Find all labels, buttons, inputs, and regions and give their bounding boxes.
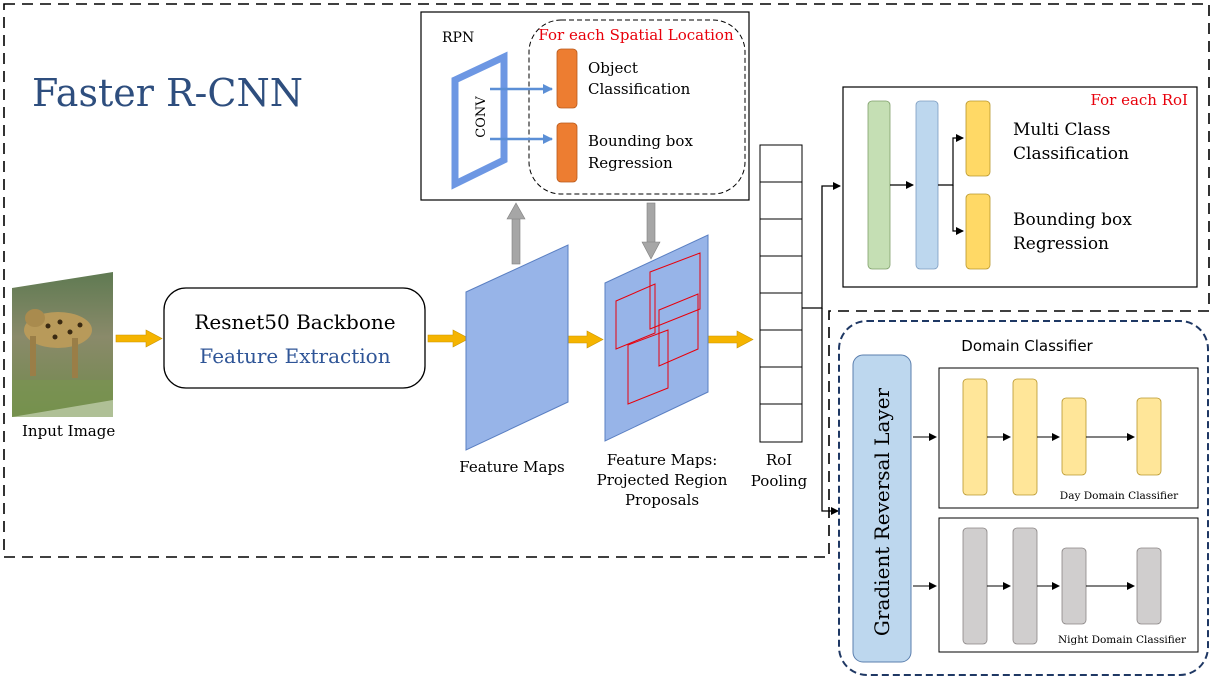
arrow-features-to-rpn xyxy=(506,202,526,265)
projected-proposals-shape xyxy=(604,234,709,442)
rpn-label: RPN xyxy=(442,30,474,46)
day-block-4 xyxy=(1136,397,1162,476)
rpn-box xyxy=(420,11,750,201)
day-block-2 xyxy=(1012,378,1038,496)
roi-pooling-column xyxy=(759,144,803,443)
backbone-subtitle: Feature Extraction xyxy=(199,344,390,368)
detection-head-title: For each RoI xyxy=(1091,91,1189,109)
grl-label: Gradient Reversal Layer xyxy=(870,387,894,636)
grl-block xyxy=(852,354,912,663)
arrow-rpn-to-proposals xyxy=(641,202,661,260)
day-classifier-label: Day Domain Classifier xyxy=(1060,490,1179,502)
rpn-bbox-block xyxy=(556,122,578,183)
head-bbox-label-2: Regression xyxy=(1013,234,1109,254)
faster-rcnn-boundary xyxy=(3,3,1210,558)
feature-maps-label: Feature Maps xyxy=(459,458,565,476)
domain-classifier-box xyxy=(838,320,1209,676)
night-classifier-label: Night Domain Classifier xyxy=(1058,634,1187,646)
rpn-object-block xyxy=(556,48,578,109)
day-block-1 xyxy=(962,378,988,496)
head-arrow-bbox xyxy=(952,185,964,235)
head-blue-block xyxy=(915,100,939,270)
spatial-location-title: For each Spatial Location xyxy=(538,26,734,44)
head-green-block xyxy=(867,100,891,270)
feature-maps-shape xyxy=(465,244,569,451)
projected-label-line3: Proposals xyxy=(625,491,699,509)
roi-connectors xyxy=(802,182,841,515)
night-block-1 xyxy=(962,527,988,645)
backbone-box xyxy=(163,287,426,389)
head-cls-block xyxy=(965,100,991,177)
projected-label-line1: Feature Maps: xyxy=(607,451,718,469)
head-arrow-cls xyxy=(938,134,964,186)
detection-head-box xyxy=(842,86,1198,288)
head-cls-label-1: Multi Class xyxy=(1013,120,1111,140)
rpn-bbox-label-2: Regression xyxy=(588,154,673,172)
projected-label-line2: Projected Region xyxy=(597,471,728,489)
head-cls-label-2: Classification xyxy=(1013,144,1129,164)
arrow-backbone-to-features xyxy=(427,329,470,348)
night-block-2 xyxy=(1012,527,1038,645)
domain-classifier-title: Domain Classifier xyxy=(961,337,1093,355)
head-bbox-label-1: Bounding box xyxy=(1013,210,1132,230)
rpn-bbox-label-1: Bounding box xyxy=(588,132,693,150)
day-block-3 xyxy=(1061,397,1087,476)
spatial-location-box xyxy=(528,19,746,195)
roi-pooling-label-1: RoI xyxy=(766,451,792,469)
roi-pooling-label-2: Pooling xyxy=(751,472,808,490)
night-block-4 xyxy=(1136,547,1162,625)
flow-arrows xyxy=(115,329,754,349)
input-image xyxy=(12,272,113,417)
input-image-label: Input Image xyxy=(22,422,115,440)
rpn-object-label-1: Object xyxy=(588,59,638,77)
page-title: Faster R-CNN xyxy=(32,71,303,115)
night-block-3 xyxy=(1061,547,1087,625)
backbone-title: Resnet50 Backbone xyxy=(194,310,395,334)
arrow-input-to-backbone xyxy=(115,329,163,348)
arrow-proposals-to-roi xyxy=(701,330,754,349)
rpn-conv-label: CONV xyxy=(474,96,489,138)
rpn-object-label-2: Classification xyxy=(588,80,691,98)
head-bbox-block xyxy=(965,193,991,270)
rpn-conv-shape xyxy=(451,51,508,190)
